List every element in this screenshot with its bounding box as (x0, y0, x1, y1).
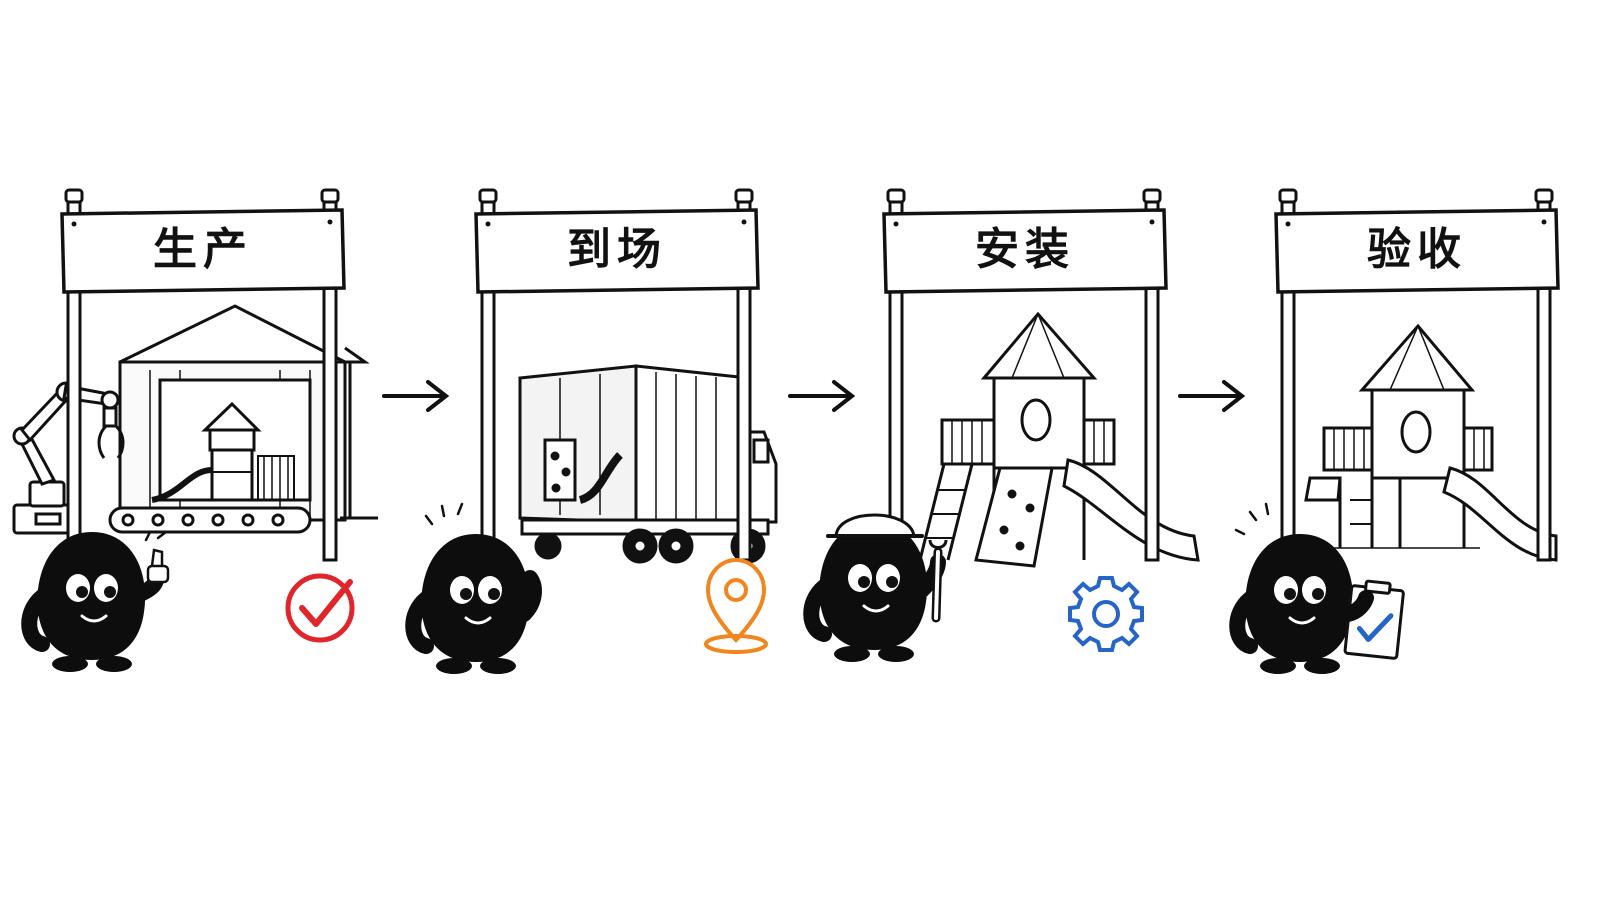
stage-production: 生产 (12, 188, 378, 672)
stage-label: 生产 (153, 224, 253, 275)
factory-building-illustration (108, 304, 378, 534)
stage-label: 安装 (975, 224, 1075, 275)
stage-sign: 验收 (1274, 188, 1560, 562)
location-pin-icon (704, 557, 768, 654)
character-with-clipboard (1236, 502, 1353, 674)
stage-sign: 生产 (60, 188, 346, 562)
arrow-right-icon (382, 380, 450, 412)
stage-acceptance: 验收 (1236, 188, 1560, 674)
stage-label: 到场 (567, 224, 667, 275)
delivery-truck-illustration (518, 364, 778, 564)
playground-structure-illustration (918, 311, 1200, 568)
character-thinking (413, 502, 542, 674)
stage-sign: 安装 (882, 188, 1168, 562)
stage-installation: 安装 (811, 188, 1200, 662)
character-with-wrench (811, 513, 948, 662)
character-thumbs-up (29, 532, 170, 672)
gear-icon (1068, 576, 1144, 652)
stage-arrival: 到场 (413, 188, 778, 674)
arrow-right-icon (788, 380, 856, 412)
finished-playground-illustration (1304, 323, 1558, 562)
character-hand (1340, 590, 1374, 622)
stage-label: 验收 (1367, 224, 1467, 275)
check-circle-icon (285, 573, 355, 643)
stage-sign: 到场 (474, 188, 760, 562)
arrow-right-icon (1178, 380, 1246, 412)
